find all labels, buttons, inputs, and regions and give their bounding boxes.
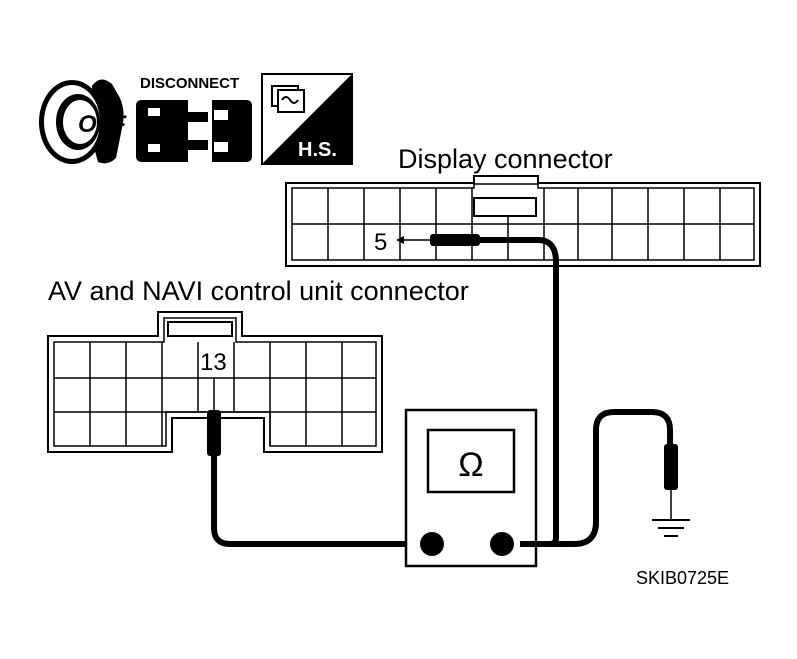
ignition-off-label: OFF: [78, 111, 127, 138]
disconnect-icon: DISCONNECT: [136, 75, 252, 162]
display-connector: [285, 175, 761, 267]
meter-terminal-com: [420, 532, 444, 556]
harness-label: H.S.: [298, 139, 337, 161]
disconnect-label: DISCONNECT: [140, 75, 239, 92]
av-navi-connector-title: AV and NAVI control unit connector: [48, 276, 469, 306]
ground-lead: [520, 409, 678, 547]
display-pin-label: 5: [374, 229, 387, 256]
figure-id: SKIB0725E: [636, 568, 729, 588]
ohm-symbol: Ω: [458, 446, 483, 484]
ground-icon: [652, 519, 690, 537]
harness-connector-icon: H.S.: [261, 73, 353, 165]
meter-terminal-ohm: [490, 532, 514, 556]
ohmmeter: Ω: [404, 408, 538, 568]
test-lead-av-navi: [207, 378, 432, 547]
av-navi-pin-label: 13: [200, 349, 227, 376]
ignition-off-icon: OFF: [39, 79, 127, 164]
display-connector-title: Display connector: [398, 144, 613, 174]
